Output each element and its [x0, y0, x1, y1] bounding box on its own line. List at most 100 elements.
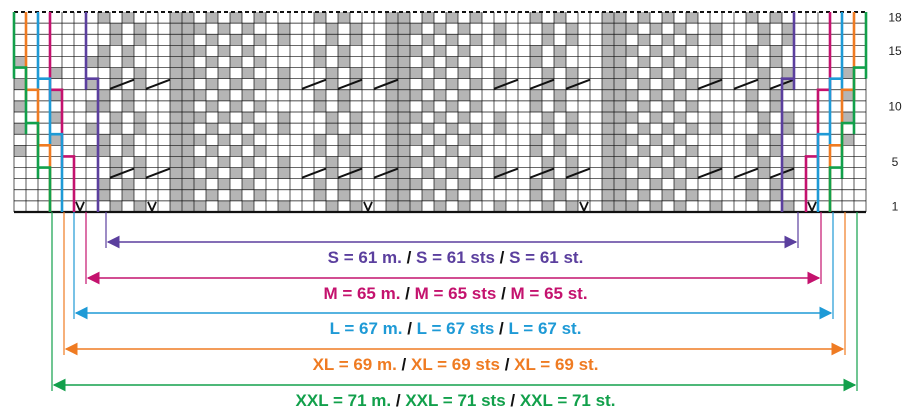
- shaded-cell: [278, 200, 290, 212]
- shaded-cell: [470, 56, 482, 68]
- shaded-cell: [542, 78, 554, 90]
- shaded-cell: [566, 34, 578, 46]
- row-number-18: 18: [888, 11, 902, 25]
- shaded-cell: [134, 123, 146, 135]
- shaded-cell: [398, 178, 410, 190]
- shaded-cell: [434, 45, 446, 57]
- size-label-part: XL = 69 sts: [411, 355, 500, 374]
- decrease-slash-symbol: [697, 167, 723, 179]
- shaded-cell: [194, 89, 206, 101]
- shaded-cell: [314, 45, 326, 57]
- shaded-cell: [122, 145, 134, 157]
- shaded-cell: [638, 123, 650, 135]
- shaded-cell: [758, 167, 770, 179]
- shaded-cell: [710, 112, 722, 124]
- shaded-cell: [110, 200, 122, 212]
- shaded-cell: [170, 134, 182, 146]
- shaded-cell: [770, 178, 782, 190]
- shaded-cell: [674, 156, 686, 168]
- shaded-cell: [770, 12, 782, 24]
- shaded-cell: [662, 78, 674, 90]
- decrease-slash-symbol: [109, 167, 135, 179]
- shaded-cell: [314, 145, 326, 157]
- shaded-cell: [494, 112, 506, 124]
- decrease-slash-symbol: [529, 167, 555, 179]
- shaded-cell: [626, 200, 638, 212]
- shaded-cell: [110, 123, 122, 135]
- shaded-cell: [710, 200, 722, 212]
- shaded-cell: [386, 34, 398, 46]
- row-number-5: 5: [892, 155, 899, 169]
- shaded-cell: [182, 100, 194, 112]
- shaded-cell: [350, 78, 362, 90]
- shaded-cell: [122, 45, 134, 57]
- size-outlines: [12, 12, 868, 212]
- shaded-cell: [614, 100, 626, 112]
- shaded-cell: [386, 145, 398, 157]
- shaded-cell: [602, 145, 614, 157]
- shaded-cell: [170, 200, 182, 212]
- size-outline-right-l: [816, 12, 844, 212]
- shaded-cell: [314, 178, 326, 190]
- shaded-cell: [134, 167, 146, 179]
- shaded-cell: [206, 189, 218, 201]
- shaded-cell: [110, 23, 122, 35]
- shaded-cell: [50, 112, 62, 124]
- shaded-cell: [710, 23, 722, 35]
- decrease-slash-symbol: [301, 78, 327, 90]
- shaded-cell: [458, 67, 470, 79]
- shaded-cell: [614, 134, 626, 146]
- shaded-cell: [614, 112, 626, 124]
- shaded-cell: [230, 167, 242, 179]
- shaded-cell: [566, 78, 578, 90]
- shaded-cell: [206, 123, 218, 135]
- shaded-cell: [326, 200, 338, 212]
- size-label-xxl: XXL = 71 m. / XXL = 71 sts / XXL = 71 st…: [296, 391, 616, 410]
- shaded-cell: [254, 123, 266, 135]
- shaded-cell: [386, 100, 398, 112]
- shaded-cell: [686, 78, 698, 90]
- shaded-cell: [770, 134, 782, 146]
- shaded-cell: [218, 200, 230, 212]
- shaded-cell: [770, 189, 782, 201]
- shaded-cell: [194, 112, 206, 124]
- shaded-cell: [602, 123, 614, 135]
- shaded-cell: [434, 178, 446, 190]
- shaded-cell: [446, 34, 458, 46]
- shaded-cell: [602, 89, 614, 101]
- size-label-part: S = 61 st.: [509, 248, 583, 267]
- shaded-cell: [230, 123, 242, 135]
- shaded-cell: [386, 78, 398, 90]
- shaded-cell: [386, 67, 398, 79]
- shaded-cell: [86, 78, 98, 90]
- shaded-cell: [746, 56, 758, 68]
- shaded-cell: [746, 178, 758, 190]
- decrease-slash-symbol: [733, 78, 759, 90]
- shaded-cell: [278, 67, 290, 79]
- shaded-cell: [242, 45, 254, 57]
- shaded-cell: [386, 123, 398, 135]
- decrease-slash-symbol: [301, 167, 327, 179]
- shaded-cell: [170, 145, 182, 157]
- shaded-cell: [710, 167, 722, 179]
- shaded-cell: [314, 12, 326, 24]
- shaded-cell: [206, 34, 218, 46]
- size-label-separator: /: [496, 284, 510, 303]
- shaded-cell: [422, 34, 434, 46]
- shaded-cell: [758, 34, 770, 46]
- size-label-part: XXL = 71 sts: [405, 391, 505, 410]
- shaded-cell: [122, 12, 134, 24]
- shaded-cell: [398, 200, 410, 212]
- shaded-cell: [626, 23, 638, 35]
- shaded-cell: [218, 156, 230, 168]
- shaded-cell: [626, 156, 638, 168]
- shaded-cell: [242, 23, 254, 35]
- shaded-cell: [746, 134, 758, 146]
- increase-v-symbol: [75, 201, 85, 214]
- shaded-cell: [638, 167, 650, 179]
- decrease-slash-symbol: [529, 78, 555, 90]
- shaded-cell: [638, 100, 650, 112]
- shaded-cell: [386, 189, 398, 201]
- shaded-cell: [782, 156, 794, 168]
- shaded-cell: [182, 12, 194, 24]
